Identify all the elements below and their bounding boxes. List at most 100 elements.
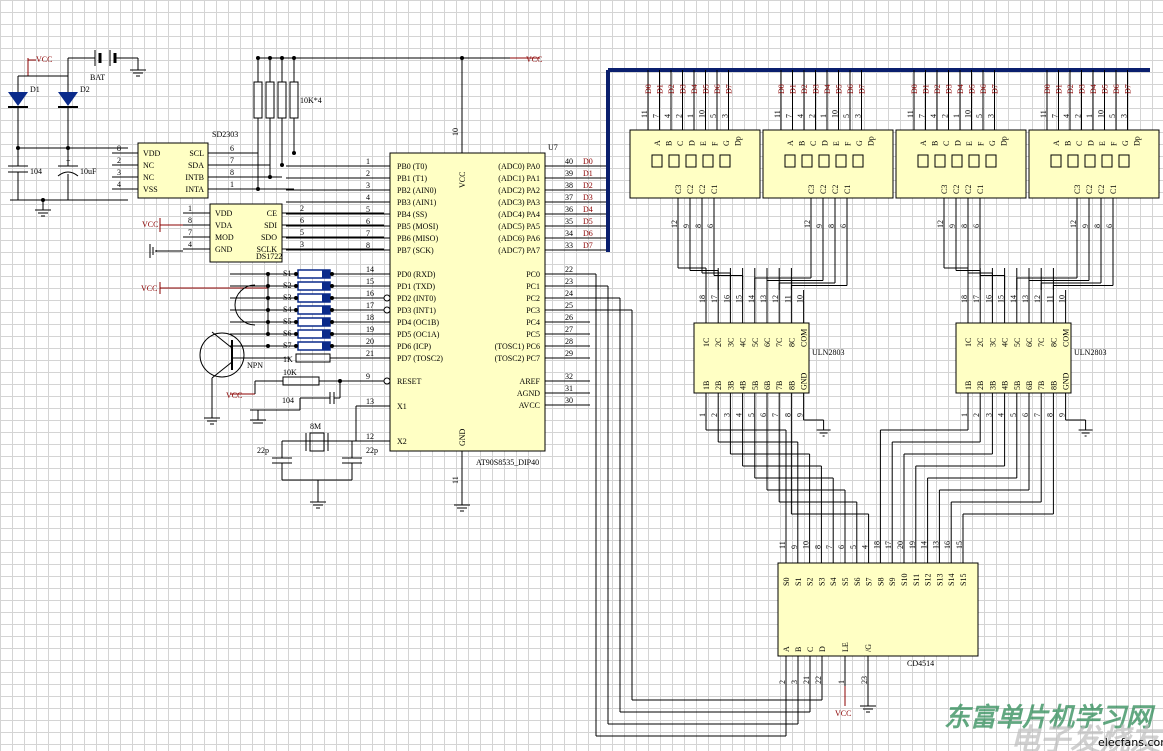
uln-bottom-pin: 5B bbox=[751, 381, 760, 390]
cd4514-out-num: 20 bbox=[896, 541, 905, 549]
mcu-pin-num: 35 bbox=[565, 217, 573, 226]
mcu-pin-name: PD1 (TXD) bbox=[397, 282, 435, 291]
mcu-pin-num: 4 bbox=[366, 193, 370, 202]
uln-top-pin: 2C bbox=[714, 338, 723, 347]
display-pin-num: 5 bbox=[842, 114, 851, 118]
interconnect-wires bbox=[545, 267, 1114, 737]
mcu-pin-name: PD0 (RXD) bbox=[397, 270, 436, 279]
uln2803-drivers: ULN2803181C1B1172C2B2163C3B3154C4B4145C5… bbox=[693, 268, 1106, 437]
display-bottom-num: 9 bbox=[815, 224, 824, 228]
uln-top-pin: 4C bbox=[739, 338, 748, 347]
uln2803-2: ULN2803181C1B1172C2B2163C3B3154C4B4145C5… bbox=[955, 268, 1106, 437]
display-data-label: D1 bbox=[789, 84, 798, 94]
display-data-label: D3 bbox=[945, 84, 954, 94]
display-seg-label: F bbox=[977, 141, 986, 146]
display-com-label: C2 bbox=[952, 185, 961, 194]
cd4514-out-num: 4 bbox=[861, 545, 870, 549]
display-pin-num: 3 bbox=[987, 114, 996, 118]
display-seg-label: B bbox=[1064, 141, 1073, 146]
cd4514-in-num: 2 bbox=[778, 680, 787, 684]
display-seg-label: A bbox=[1052, 140, 1061, 146]
mcu-pin-name: (ADC7) PA7 bbox=[498, 246, 540, 255]
cd4514-out-pin: S3 bbox=[817, 578, 826, 586]
mcu-ref: U7 bbox=[548, 143, 558, 152]
display-pin-num: 7 bbox=[1051, 114, 1060, 118]
mcu-pin-name: X1 bbox=[397, 402, 407, 411]
cd-vcc-label: VCC bbox=[835, 709, 851, 718]
display-bottom-num: 8 bbox=[960, 224, 969, 228]
switch-7[interactable]: S7 bbox=[266, 341, 384, 351]
switch-3[interactable]: S3 bbox=[266, 293, 384, 303]
res-10k4-label: 10K*4 bbox=[300, 96, 322, 105]
ds1722-pin-name: GND bbox=[215, 245, 233, 254]
ds1722-pin-num: 4 bbox=[188, 240, 192, 249]
mcu-pin-name: PD7 (TOSC2) bbox=[397, 354, 443, 363]
uln-bottom-pin: 7B bbox=[1037, 381, 1046, 390]
uln-bottom-num: 9 bbox=[796, 413, 805, 417]
uln-bottom-pin: 5B bbox=[1013, 381, 1022, 390]
uln-top-pin: 6C bbox=[763, 338, 772, 347]
switch-5[interactable]: S5 bbox=[266, 317, 384, 327]
uln-top-num: 13 bbox=[1021, 295, 1030, 303]
mcu-gnd-pin: 11 bbox=[451, 476, 460, 484]
ds1722-pin-name: MOD bbox=[215, 233, 234, 242]
cd4514-chip: CD4514 11S09S110S28S37S46S55S64S718S817S… bbox=[777, 535, 979, 718]
mcu-pin-num: 16 bbox=[366, 289, 374, 298]
uln-top-num: 14 bbox=[1009, 295, 1018, 303]
uln-bottom-num: 3 bbox=[722, 413, 731, 417]
mcu-pin-name: (ADC5) PA5 bbox=[498, 222, 540, 231]
mcu-pin-name: PD3 (INT1) bbox=[397, 306, 436, 315]
mcu-pin-name: (ADC2) PA2 bbox=[498, 186, 540, 195]
uln-top-pin: 1C bbox=[964, 338, 973, 347]
uln-top-pin: 8C bbox=[1049, 338, 1058, 347]
uln-top-num: 11 bbox=[1045, 295, 1054, 303]
display-seg-label: C bbox=[809, 141, 818, 146]
display-data-label: D3 bbox=[1078, 84, 1087, 94]
mcu-pin-name: AREF bbox=[520, 377, 541, 386]
display-pin-num: 1 bbox=[686, 114, 695, 118]
display-com-label: C1 bbox=[1109, 185, 1118, 194]
cd4514-out-pin: S7 bbox=[865, 578, 874, 586]
display-pin-num: 11 bbox=[906, 110, 915, 118]
ds1722-pin-name: VDD bbox=[215, 209, 233, 218]
display-pin-num: 4 bbox=[796, 114, 805, 118]
ds-vcc-label: VCC bbox=[142, 220, 158, 229]
switch-4[interactable]: S4 bbox=[266, 305, 384, 315]
uln-top-pin: 4C bbox=[1001, 338, 1010, 347]
cd4514-out-pin: S4 bbox=[829, 578, 838, 586]
cd4514-out-num: 7 bbox=[825, 545, 834, 549]
mcu-pin-name: PB2 (AIN0) bbox=[397, 186, 437, 195]
display-seg-label: G bbox=[722, 140, 731, 146]
switch-2[interactable]: S2 bbox=[266, 281, 384, 291]
display-bottom-num: 8 bbox=[1093, 224, 1102, 228]
d1-label: D1 bbox=[30, 85, 40, 94]
mcu-pin-num: 5 bbox=[366, 205, 370, 214]
diode-d1 bbox=[8, 92, 28, 106]
cd4514-in-pin: D bbox=[818, 646, 827, 652]
uln-bottom-pin: 4B bbox=[739, 381, 748, 390]
cd4514-out-pin: S12 bbox=[924, 574, 933, 586]
display-com-label: C2 bbox=[698, 185, 707, 194]
mcu-pin-num: 1 bbox=[366, 157, 370, 166]
mcu-pin-name: X2 bbox=[397, 437, 407, 446]
display-data-label: D4 bbox=[823, 84, 832, 94]
cd4514-out-num: 9 bbox=[790, 545, 799, 549]
display-data-label: D0 bbox=[1043, 84, 1052, 94]
ds1722-name: DS1722 bbox=[256, 252, 282, 261]
switch-1[interactable]: S1 bbox=[266, 269, 384, 279]
cd4514-out-pin: S14 bbox=[947, 574, 956, 586]
mcu-pin-num: 3 bbox=[366, 181, 370, 190]
uln-bottom-pin: 1B bbox=[964, 381, 973, 390]
mcu-pin-num: 23 bbox=[565, 277, 573, 286]
uln-top-num: 17 bbox=[710, 295, 719, 303]
switch-6[interactable]: S6 bbox=[266, 329, 384, 339]
cd4514-out-num: 17 bbox=[884, 541, 893, 549]
display-bottom-num: 9 bbox=[948, 224, 957, 228]
mcu-pin-num: 15 bbox=[366, 277, 374, 286]
display-data-label: D0 bbox=[777, 84, 786, 94]
display-com-label: C2 bbox=[819, 185, 828, 194]
display-data-label: D7 bbox=[1124, 84, 1133, 94]
uln-top-num: 15 bbox=[735, 295, 744, 303]
